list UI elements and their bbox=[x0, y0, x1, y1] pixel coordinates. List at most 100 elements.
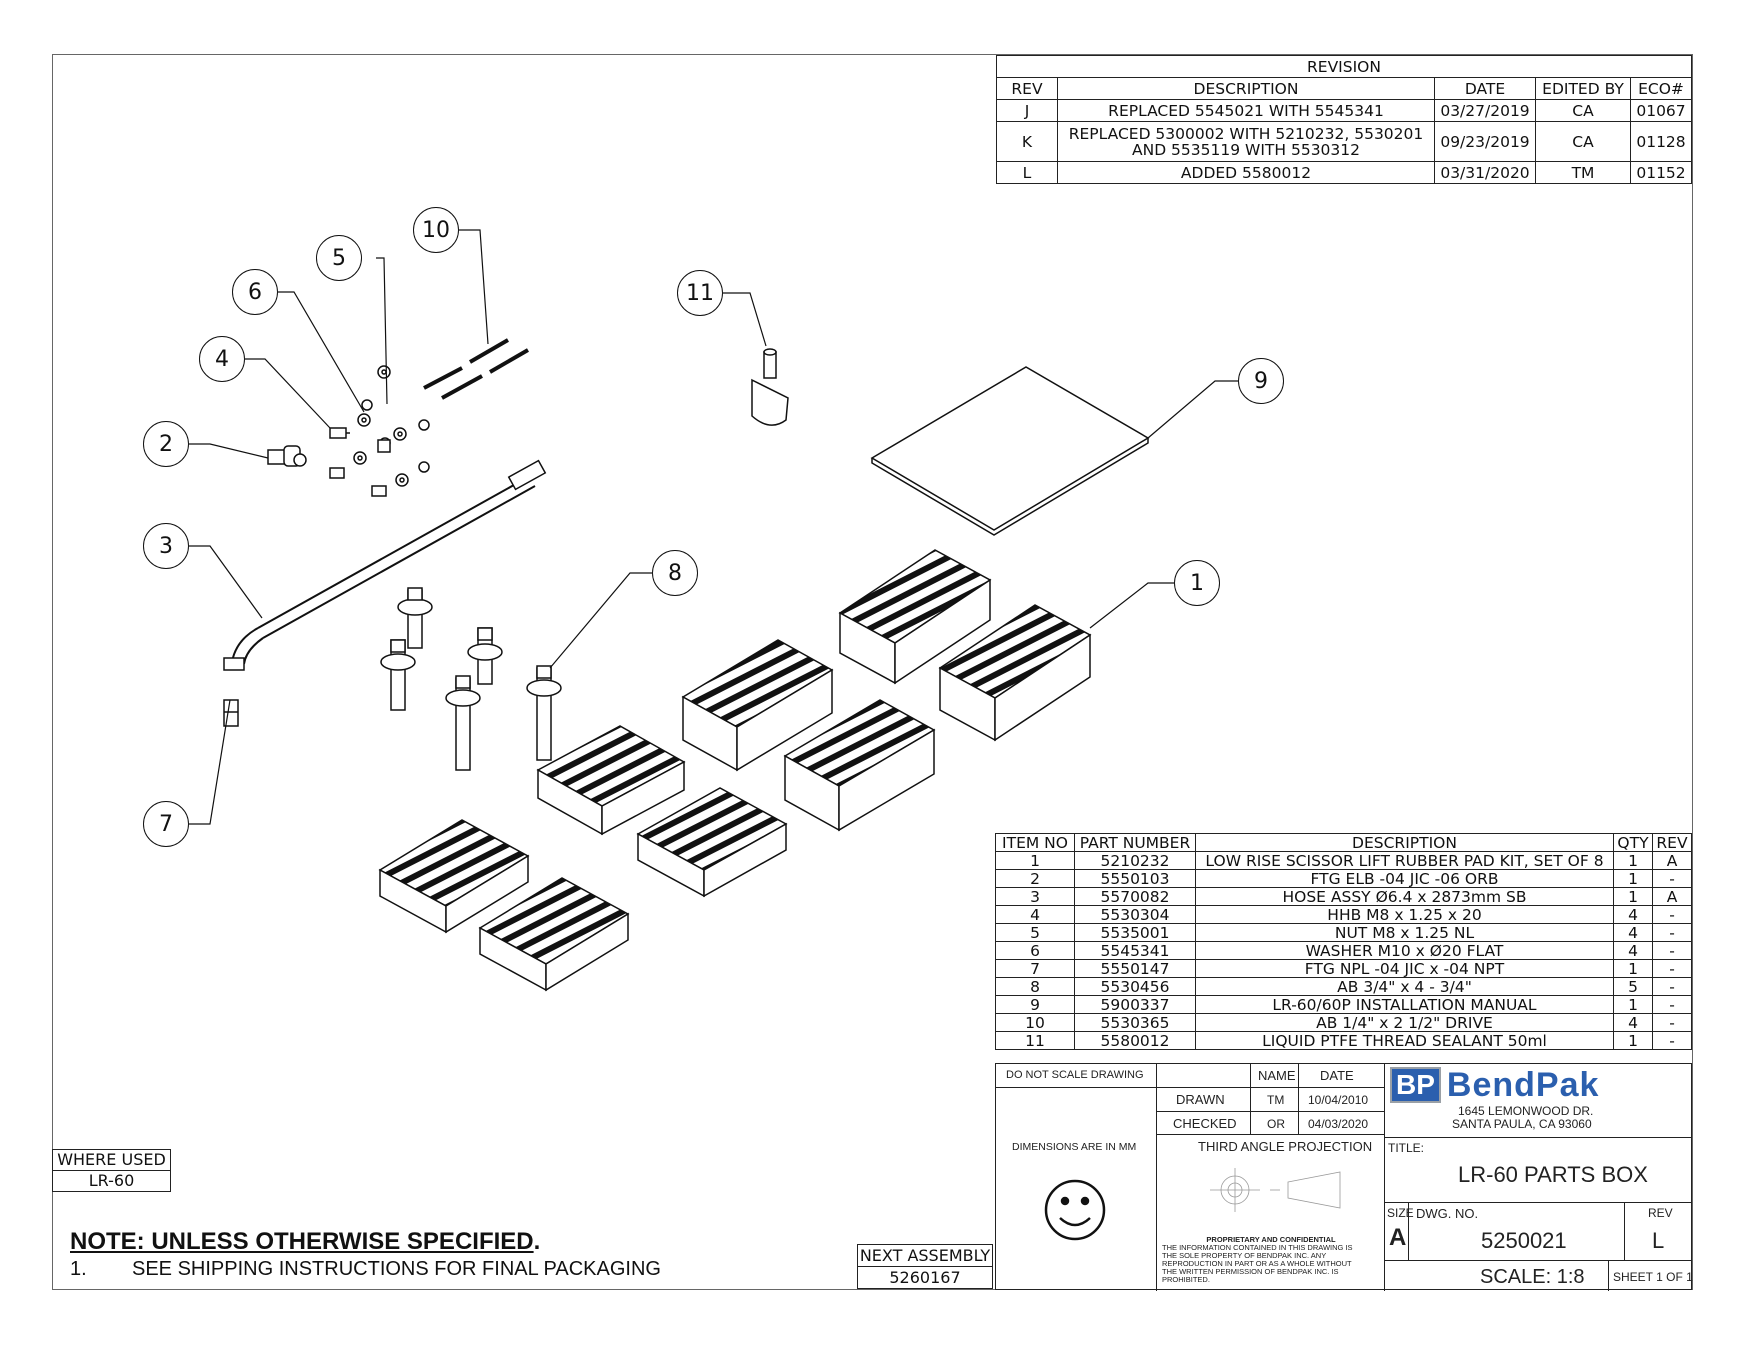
callout-1: 1 bbox=[1174, 560, 1220, 606]
bom-part: 5550147 bbox=[1074, 959, 1196, 978]
bom-part: 5550103 bbox=[1074, 869, 1196, 888]
bom-description: LR-60/60P INSTALLATION MANUAL bbox=[1195, 995, 1614, 1014]
rev-cell: L bbox=[996, 161, 1058, 184]
bom-part: 5210232 bbox=[1074, 851, 1196, 870]
bom-rev: - bbox=[1652, 995, 1692, 1014]
projection-label: THIRD ANGLE PROJECTION bbox=[1198, 1139, 1373, 1154]
bom-item: 8 bbox=[995, 977, 1075, 996]
rubber-pad bbox=[681, 639, 834, 772]
bom-qty: 4 bbox=[1613, 905, 1653, 924]
bom-qty: 4 bbox=[1613, 1013, 1653, 1032]
proprietary-title: PROPRIETARY AND CONFIDENTIAL bbox=[1206, 1235, 1336, 1244]
bom-part: 5580012 bbox=[1074, 1031, 1196, 1050]
bom-rev: - bbox=[1652, 959, 1692, 978]
rev-date: 09/23/2019 bbox=[1434, 121, 1536, 162]
rev-header-edited: EDITED BY bbox=[1535, 77, 1631, 100]
bom-description: LOW RISE SCISSOR LIFT RUBBER PAD KIT, SE… bbox=[1195, 851, 1614, 870]
rubber-pad bbox=[636, 787, 788, 898]
where-used-value: LR-60 bbox=[52, 1171, 171, 1192]
logo-text: BendPak bbox=[1446, 1065, 1600, 1104]
callout-5: 5 bbox=[316, 235, 362, 281]
title-label: TITLE: bbox=[1388, 1141, 1425, 1155]
bom-part: 5570082 bbox=[1074, 887, 1196, 906]
callout-10: 10 bbox=[413, 207, 459, 253]
rev-value: L bbox=[1652, 1228, 1665, 1253]
bom-description: LIQUID PTFE THREAD SEALANT 50ml bbox=[1195, 1031, 1614, 1050]
anchor-bolt bbox=[445, 675, 481, 771]
name-header: NAME bbox=[1258, 1068, 1296, 1083]
drawing-frame bbox=[52, 54, 1693, 1290]
bom-rev: - bbox=[1652, 923, 1692, 942]
drive-anchor bbox=[423, 338, 530, 400]
bom-description: AB 1/4" x 2 1/2" DRIVE bbox=[1195, 1013, 1614, 1032]
third-angle-projection-symbol bbox=[1210, 1168, 1341, 1212]
bom-qty: 1 bbox=[1613, 959, 1653, 978]
callout-6: 6 bbox=[232, 269, 278, 315]
scale-label: SCALE: 1:8 bbox=[1480, 1266, 1585, 1288]
proprietary-text: THE INFORMATION CONTAINED IN THIS DRAWIN… bbox=[1162, 1243, 1353, 1252]
callout-3: 3 bbox=[143, 523, 189, 569]
rev-eco: 01128 bbox=[1630, 121, 1692, 162]
bom-part: 5535001 bbox=[1074, 923, 1196, 942]
dimensions-note: DIMENSIONS ARE IN MM bbox=[1012, 1141, 1137, 1153]
bom-header-description: DESCRIPTION bbox=[1195, 833, 1614, 852]
address-line-1: 1645 LEMONWOOD DR. bbox=[1458, 1104, 1594, 1118]
bom-description: AB 3/4" x 4 - 3/4" bbox=[1195, 977, 1614, 996]
callout-7: 7 bbox=[143, 801, 189, 847]
drawn-date: 10/04/2010 bbox=[1308, 1093, 1369, 1107]
dwg-no-label: DWG. NO. bbox=[1416, 1206, 1479, 1221]
note-text: SEE SHIPPING INSTRUCTIONS FOR FINAL PACK… bbox=[132, 1258, 661, 1280]
bom-rev: - bbox=[1652, 1013, 1692, 1032]
anchor-bolt bbox=[526, 665, 562, 761]
title-block: DO NOT SCALE DRAWING NAME DATE DRAWN TM … bbox=[995, 1063, 1693, 1291]
bom-qty: 4 bbox=[1613, 941, 1653, 960]
next-assembly-value: 5260167 bbox=[857, 1267, 993, 1289]
proprietary-text: THE SOLE PROPERTY OF BENDPAK INC. ANY bbox=[1162, 1251, 1327, 1260]
bendpak-logo: BP BendPak bbox=[1390, 1065, 1600, 1104]
installation-manual bbox=[870, 366, 1150, 536]
bom-item: 3 bbox=[995, 887, 1075, 906]
bom-item: 1 bbox=[995, 851, 1075, 870]
note-number: 1. bbox=[70, 1258, 87, 1280]
rev-label: REV bbox=[1648, 1206, 1673, 1220]
bom-rev: A bbox=[1652, 851, 1692, 870]
revision-table: REVISION REV DESCRIPTION DATE EDITED BY … bbox=[996, 55, 1692, 184]
callout-4: 4 bbox=[199, 336, 245, 382]
bom-description: FTG ELB -04 JIC -06 ORB bbox=[1195, 869, 1614, 888]
rubber-pad bbox=[536, 725, 686, 836]
dwg-no-value: 5250021 bbox=[1481, 1228, 1567, 1253]
bom-item: 4 bbox=[995, 905, 1075, 924]
bom-qty: 1 bbox=[1613, 869, 1653, 888]
drawn-label: DRAWN bbox=[1176, 1092, 1225, 1107]
bom-description: FTG NPL -04 JIC x -04 NPT bbox=[1195, 959, 1614, 978]
rev-header-eco: ECO# bbox=[1630, 77, 1692, 100]
fitting-npl bbox=[223, 699, 239, 727]
bom-rev: A bbox=[1652, 887, 1692, 906]
bom-rev: - bbox=[1652, 941, 1692, 960]
checked-date: 04/03/2020 bbox=[1308, 1117, 1369, 1131]
checked-name: OR bbox=[1267, 1117, 1285, 1131]
logo-mark: BP bbox=[1390, 1067, 1441, 1103]
fitting-elbow bbox=[267, 445, 307, 467]
drawing-title: LR-60 PARTS BOX bbox=[1458, 1162, 1648, 1187]
bom-item: 11 bbox=[995, 1031, 1075, 1050]
size-label: SIZE bbox=[1387, 1206, 1414, 1220]
revision-row: L ADDED 5580012 03/31/2020 TM 01152 bbox=[996, 161, 1692, 184]
proprietary-text: THE WRITTEN PERMISSION OF BENDPAK INC. I… bbox=[1162, 1267, 1339, 1276]
hardware-group bbox=[329, 365, 430, 497]
bom-description: WASHER M10 x Ø20 FLAT bbox=[1195, 941, 1614, 960]
bom-item: 6 bbox=[995, 941, 1075, 960]
rubber-pad bbox=[783, 699, 936, 832]
bom-qty: 4 bbox=[1613, 923, 1653, 942]
next-assembly-box: NEXT ASSEMBLY 5260167 bbox=[857, 1244, 993, 1289]
anchor-bolt bbox=[467, 627, 503, 685]
bom-description: HOSE ASSY Ø6.4 x 2873mm SB bbox=[1195, 887, 1614, 906]
notes-block: NOTE: UNLESS OTHERWISE SPECIFIED. 1. SEE… bbox=[70, 1228, 661, 1280]
rev-description: REPLACED 5300002 WITH 5210232, 5530201 A… bbox=[1057, 121, 1435, 162]
